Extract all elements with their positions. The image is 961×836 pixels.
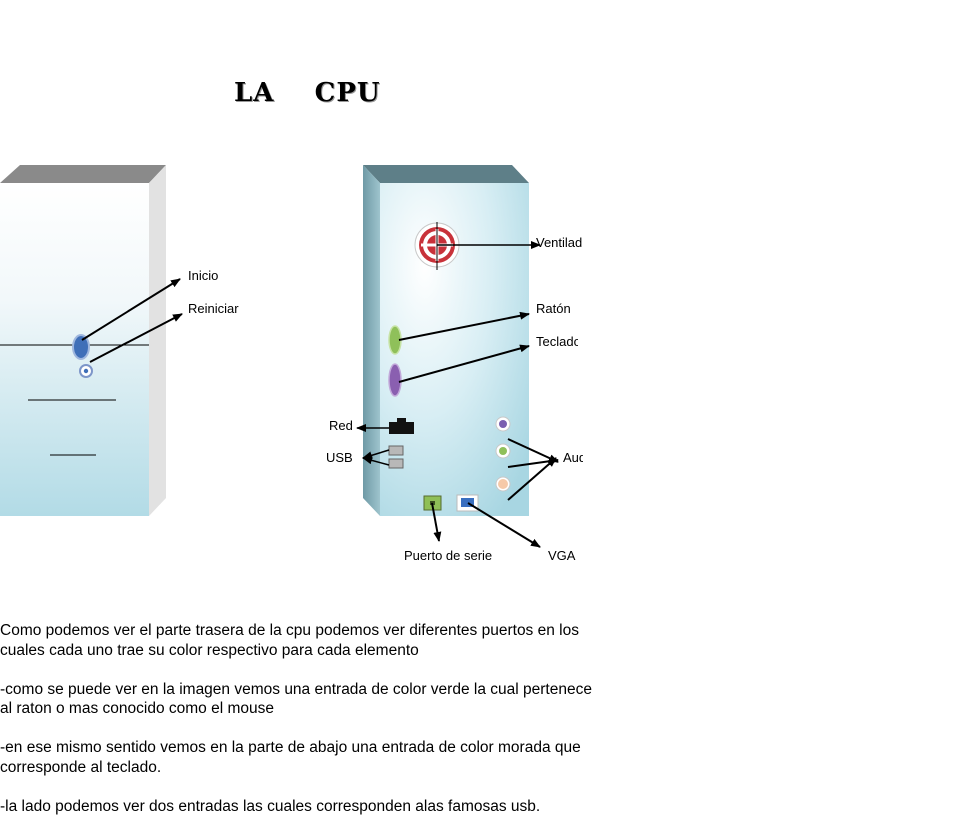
label-vga: VGA <box>548 548 576 563</box>
front-case-side <box>149 165 166 516</box>
description-paragraph: -como se puede ver en la imagen vemos un… <box>0 680 592 718</box>
power-arrow <box>81 278 181 341</box>
mouse-arrow <box>398 311 530 341</box>
audio-arrow <box>507 457 557 501</box>
reset-arrow <box>89 313 183 363</box>
page-title: LA CPU <box>234 78 381 108</box>
description-paragraph: -la lado podemos ver dos entradas las cu… <box>0 797 541 815</box>
label-power: Inicio <box>188 268 219 283</box>
audio-jack-icon <box>495 476 511 492</box>
back-case <box>356 165 559 548</box>
back-case-top <box>363 165 529 183</box>
description-paragraph: -en ese mismo sentido vemos en la parte … <box>0 739 581 776</box>
keyboard-port-icon <box>388 363 402 397</box>
label-reset: Reiniciar <box>188 301 239 316</box>
label-fan: Ventilador <box>536 235 582 250</box>
description: Como podemos ver el parte trasera de la … <box>0 621 600 836</box>
label-serial: Puerto de serie <box>404 548 493 563</box>
audio-jack-icon <box>495 443 511 459</box>
front-case-top <box>0 165 166 183</box>
vga-port-icon <box>456 494 479 512</box>
keyboard-arrow <box>398 344 530 383</box>
power-button-icon <box>72 334 90 360</box>
serial-arrow <box>431 502 442 542</box>
label-usb: USB <box>326 450 353 465</box>
label-mouse: Ratón <box>536 301 571 316</box>
cpu-diagram <box>0 165 559 548</box>
description-paragraph: Como podemos ver el parte trasera de la … <box>0 622 579 659</box>
label-audio: Audio <box>563 450 583 465</box>
usb-arrow <box>362 456 390 466</box>
label-keyboard: Teclado <box>536 334 578 349</box>
audio-jack-icon <box>495 416 511 432</box>
label-network: Red <box>329 418 353 433</box>
front-case <box>0 165 183 516</box>
network-port-icon <box>389 418 414 434</box>
vga-arrow <box>467 502 541 548</box>
back-case-side <box>363 165 380 516</box>
